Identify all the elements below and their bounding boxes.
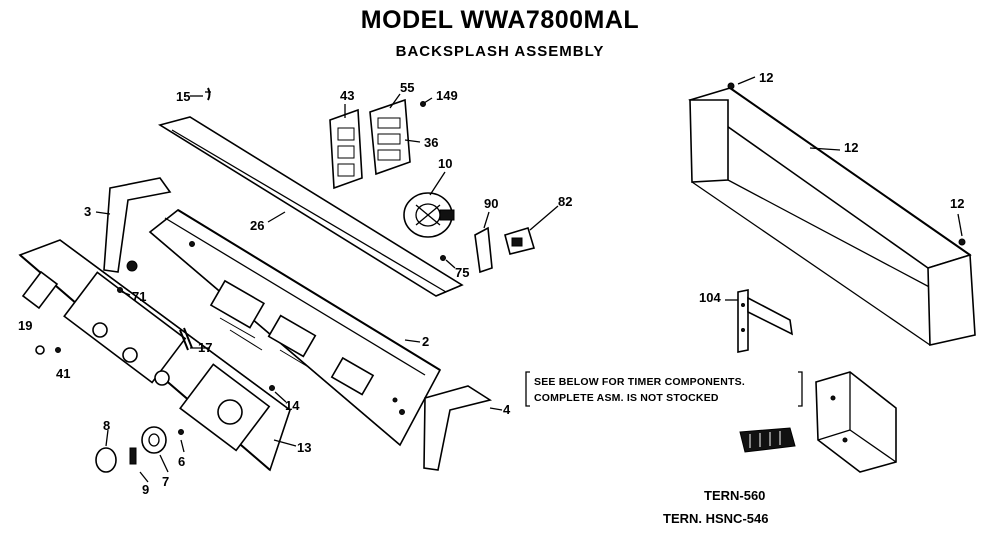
left-end-bracket — [103, 177, 172, 273]
small-hardware — [117, 87, 446, 391]
page-subtitle: BACKSPLASH ASSEMBLY — [395, 43, 605, 60]
callout-41: 41 — [56, 366, 70, 381]
callout-17: 17 — [198, 340, 212, 355]
callout-10: 10 — [438, 156, 452, 171]
callout-7: 7 — [162, 474, 169, 489]
callout-4: 4 — [503, 402, 511, 417]
timer-part-numbers: TERN-560 TERN. HSNC-546 — [663, 488, 768, 526]
page-title: MODEL WWA7800MAL — [360, 6, 640, 34]
callout-6: 6 — [178, 454, 185, 469]
callout-12-top: 12 — [759, 70, 773, 85]
timer-assembly — [815, 371, 897, 473]
callout-13: 13 — [297, 440, 311, 455]
callout-9: 9 — [142, 482, 149, 497]
knob-parts — [35, 345, 184, 473]
console-housing — [148, 209, 442, 447]
callout-8: 8 — [103, 418, 110, 433]
callout-82: 82 — [558, 194, 572, 209]
callout-14: 14 — [285, 398, 300, 413]
callout-149: 149 — [436, 88, 458, 103]
mounting-bracket — [737, 289, 794, 353]
callout-19: 19 — [18, 318, 32, 333]
timer-note-line2: COMPLETE ASM. IS NOT STOCKED — [534, 392, 719, 404]
right-end-bracket — [423, 385, 493, 471]
timer-note: SEE BELOW FOR TIMER COMPONENTS. COMPLETE… — [534, 376, 745, 404]
callout-2: 2 — [422, 334, 429, 349]
switch-assembly — [329, 98, 411, 190]
callout-55: 55 — [400, 80, 414, 95]
callout-12-middle: 12 — [844, 140, 858, 155]
callout-15: 15 — [176, 89, 190, 104]
terminal-block — [739, 427, 796, 453]
callout-43: 43 — [340, 88, 354, 103]
callout-75: 75 — [455, 265, 469, 280]
callout-90: 90 — [484, 196, 498, 211]
timer-note-line1: SEE BELOW FOR TIMER COMPONENTS. — [534, 376, 745, 388]
clip-and-connector — [474, 226, 536, 274]
timer-note-bracket — [525, 371, 803, 407]
callout-104: 104 — [699, 290, 721, 305]
callout-36: 36 — [424, 135, 438, 150]
top-cover-rail — [158, 116, 464, 297]
rear-backsplash-panel — [688, 82, 976, 346]
callout-26: 26 — [250, 218, 264, 233]
front-control-panel — [18, 239, 291, 472]
leader-lines — [95, 76, 963, 483]
terminal-part-560: TERN-560 — [704, 488, 765, 503]
timer-motor — [403, 192, 455, 238]
callout-71: 71 — [132, 289, 146, 304]
callout-3: 3 — [84, 204, 91, 219]
terminal-part-546: TERN. HSNC-546 — [663, 511, 768, 526]
callout-labels: 15 43 55 149 36 10 12 12 12 26 3 90 82 7… — [18, 70, 964, 497]
callout-12-right: 12 — [950, 196, 964, 211]
